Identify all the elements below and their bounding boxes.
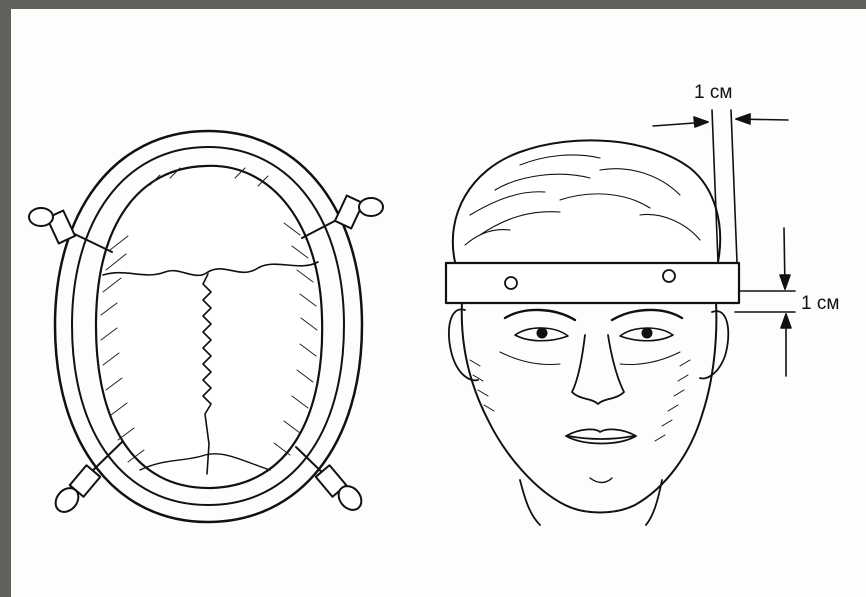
head-front-view [446,110,795,525]
halo-pin-top-left [29,208,112,252]
dimension-side-label: 1 см [801,293,839,314]
dimension-top-label: 1 см [694,82,732,103]
hair [453,140,720,262]
band-pin-hole-right [663,270,675,282]
nose [572,335,624,404]
eyebrow-right [612,310,682,320]
ear-right [700,311,728,378]
eyebrow-left [505,310,575,320]
halo-pin-top-right [302,196,383,238]
chin [590,478,612,483]
face-outline [462,302,717,513]
dimension-side [735,228,795,376]
mouth [566,429,636,443]
band-pin-hole-left [505,277,517,289]
halo-band [446,263,739,303]
halo-pin-bottom-right [296,447,366,514]
skull-top-view [29,131,383,522]
